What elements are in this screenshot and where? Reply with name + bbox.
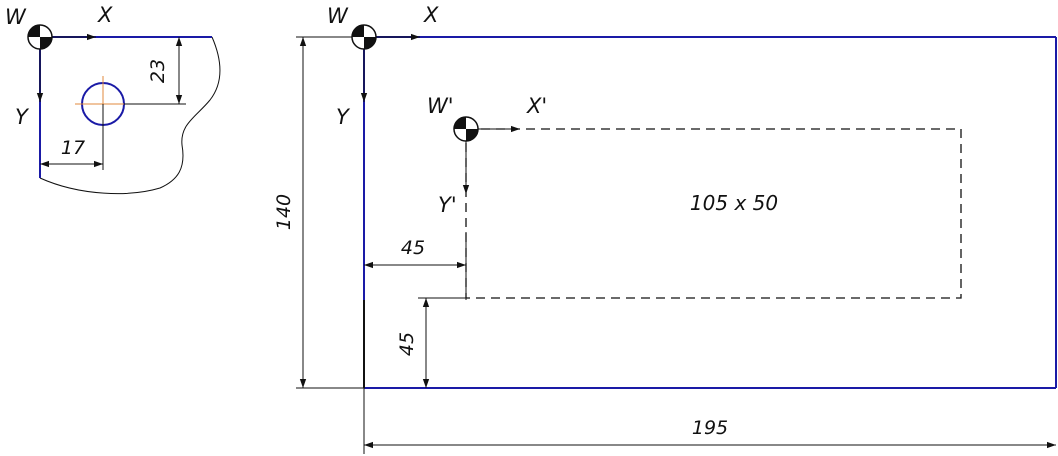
detail-origin-icon [27,24,53,50]
detail-w-label: W [5,5,27,29]
main-view: 105 x 50 140 195 45 45 W X Y [273,3,1057,454]
detail-y-label: Y [15,105,30,129]
pocket-label: 105 x 50 [690,191,778,215]
dim45y-label: 45 [396,332,418,356]
dim45x-label: 45 [401,237,425,259]
main-origin-icon [351,24,377,50]
xprime-label: X' [526,94,547,118]
wprime-origin-icon [453,116,479,142]
dim195-label: 195 [692,417,728,439]
main-w-label: W [327,4,349,28]
detail-x-label: X [97,3,113,27]
detail-break-outline [39,36,221,195]
detail-dim17-label: 17 [61,137,85,159]
main-y-label: Y [336,105,351,129]
detail-view: 23 17 W X Y [5,3,221,195]
wprime-label: W' [427,94,454,118]
yprime-label: Y' [438,193,457,217]
detail-dim23-label: 23 [147,59,169,83]
main-x-label: X [423,3,439,27]
dim140-label: 140 [273,194,295,230]
